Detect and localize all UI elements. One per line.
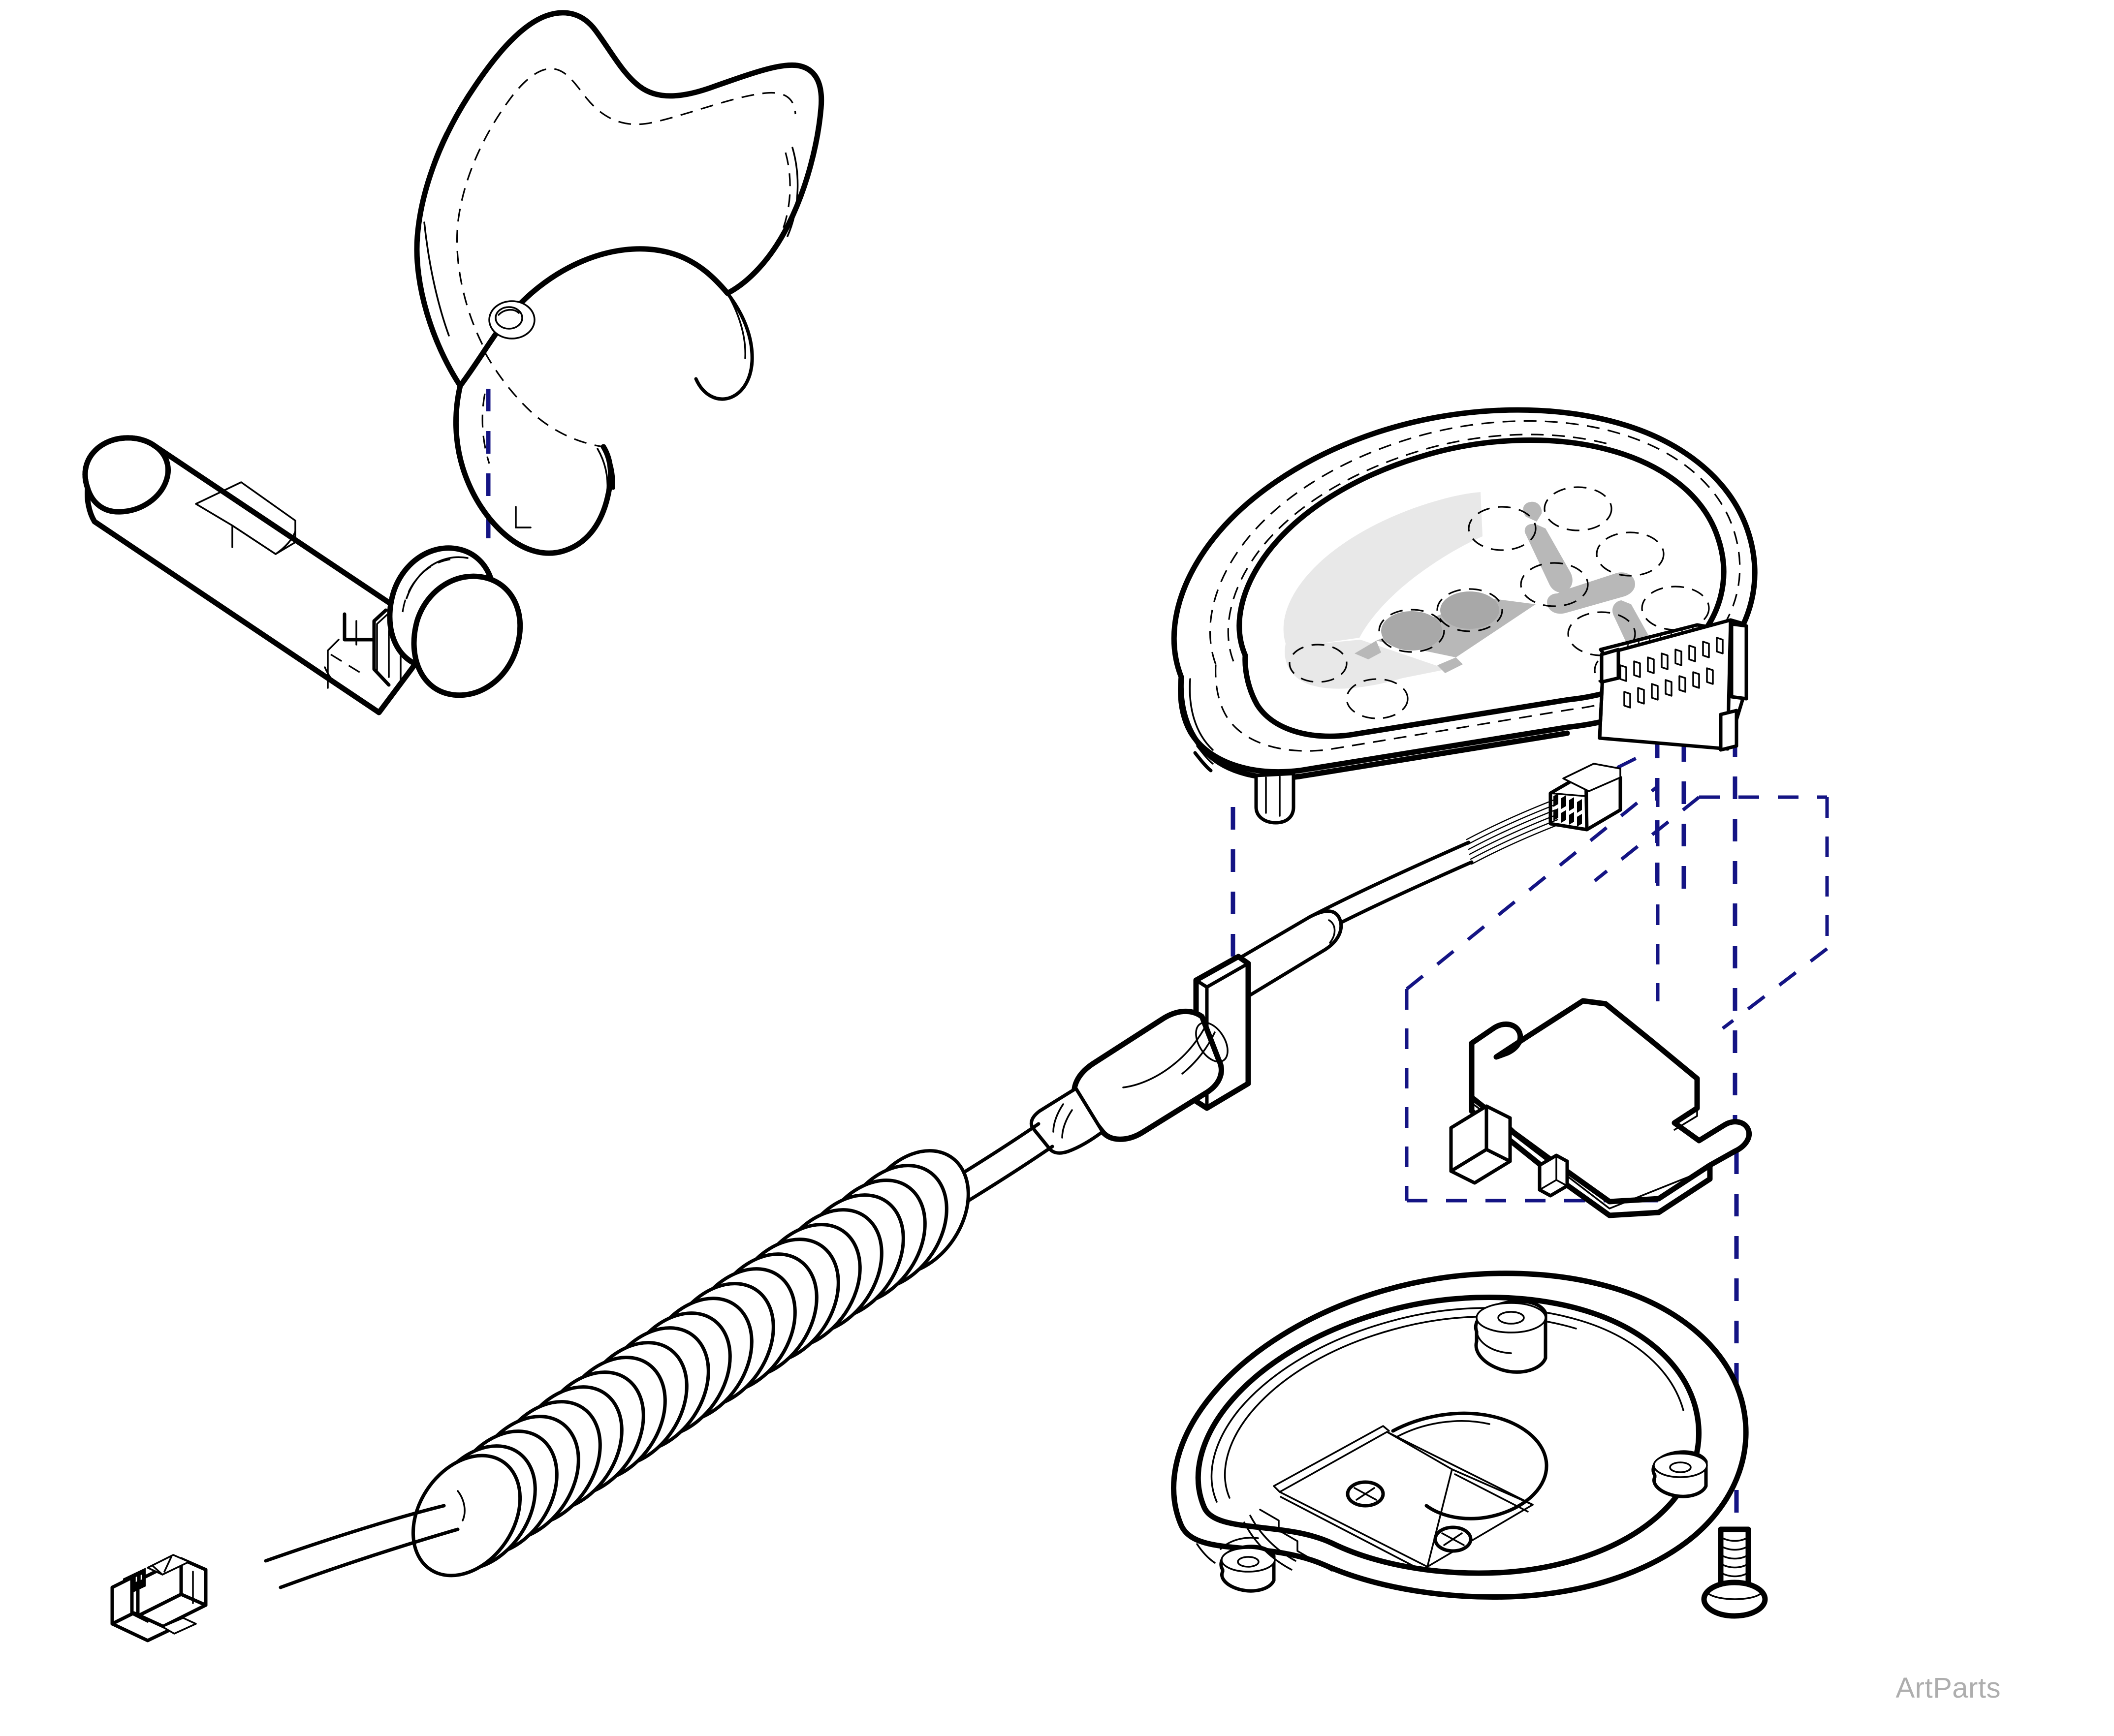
part-cable-assembly[interactable] [110,840,1474,1643]
keypad-button-9[interactable] [1436,588,1503,632]
keypad-button-11[interactable] [1289,644,1348,683]
part-modular-plug[interactable] [110,1554,208,1643]
toggle-pad-b[interactable] [1440,591,1499,629]
installed-screw-right[interactable] [1433,1525,1473,1553]
keypad-button-3[interactable] [1596,531,1665,577]
part-handle-grip[interactable] [82,435,523,715]
accent-bar-top-tip [1523,501,1542,522]
keypad-button-1[interactable] [1468,506,1537,551]
keypad-buttons[interactable] [1289,486,1710,719]
keypad-button-8[interactable] [1378,609,1445,653]
watermark-text: ArtParts [1896,1672,2001,1704]
toggle-pad-a[interactable] [1381,611,1442,651]
display-area-lower [1285,640,1447,689]
header-pin-slots [1619,637,1724,709]
keypad-button-10[interactable] [1346,678,1409,719]
installed-screw-left[interactable] [1346,1480,1385,1508]
part-assembly-screw[interactable] [1701,1526,1768,1619]
part-lower-housing[interactable] [1171,1271,1749,1600]
keypad-button-2[interactable] [1544,486,1612,531]
part-pcb-board[interactable] [1449,998,1752,1218]
accent-bar-upper [1524,524,1573,592]
keypad-button-4[interactable] [1520,562,1589,607]
toggle-panel-tab-right [1437,657,1463,673]
part-grip-shroud[interactable] [414,10,824,556]
part-wire-harness-connector[interactable] [1466,763,1622,865]
display-area [1283,492,1483,644]
toggle-panel-tab-left [1355,641,1381,659]
coiled-cord-loops [424,1149,970,1571]
part-ribbon-connector[interactable] [1598,618,1748,752]
